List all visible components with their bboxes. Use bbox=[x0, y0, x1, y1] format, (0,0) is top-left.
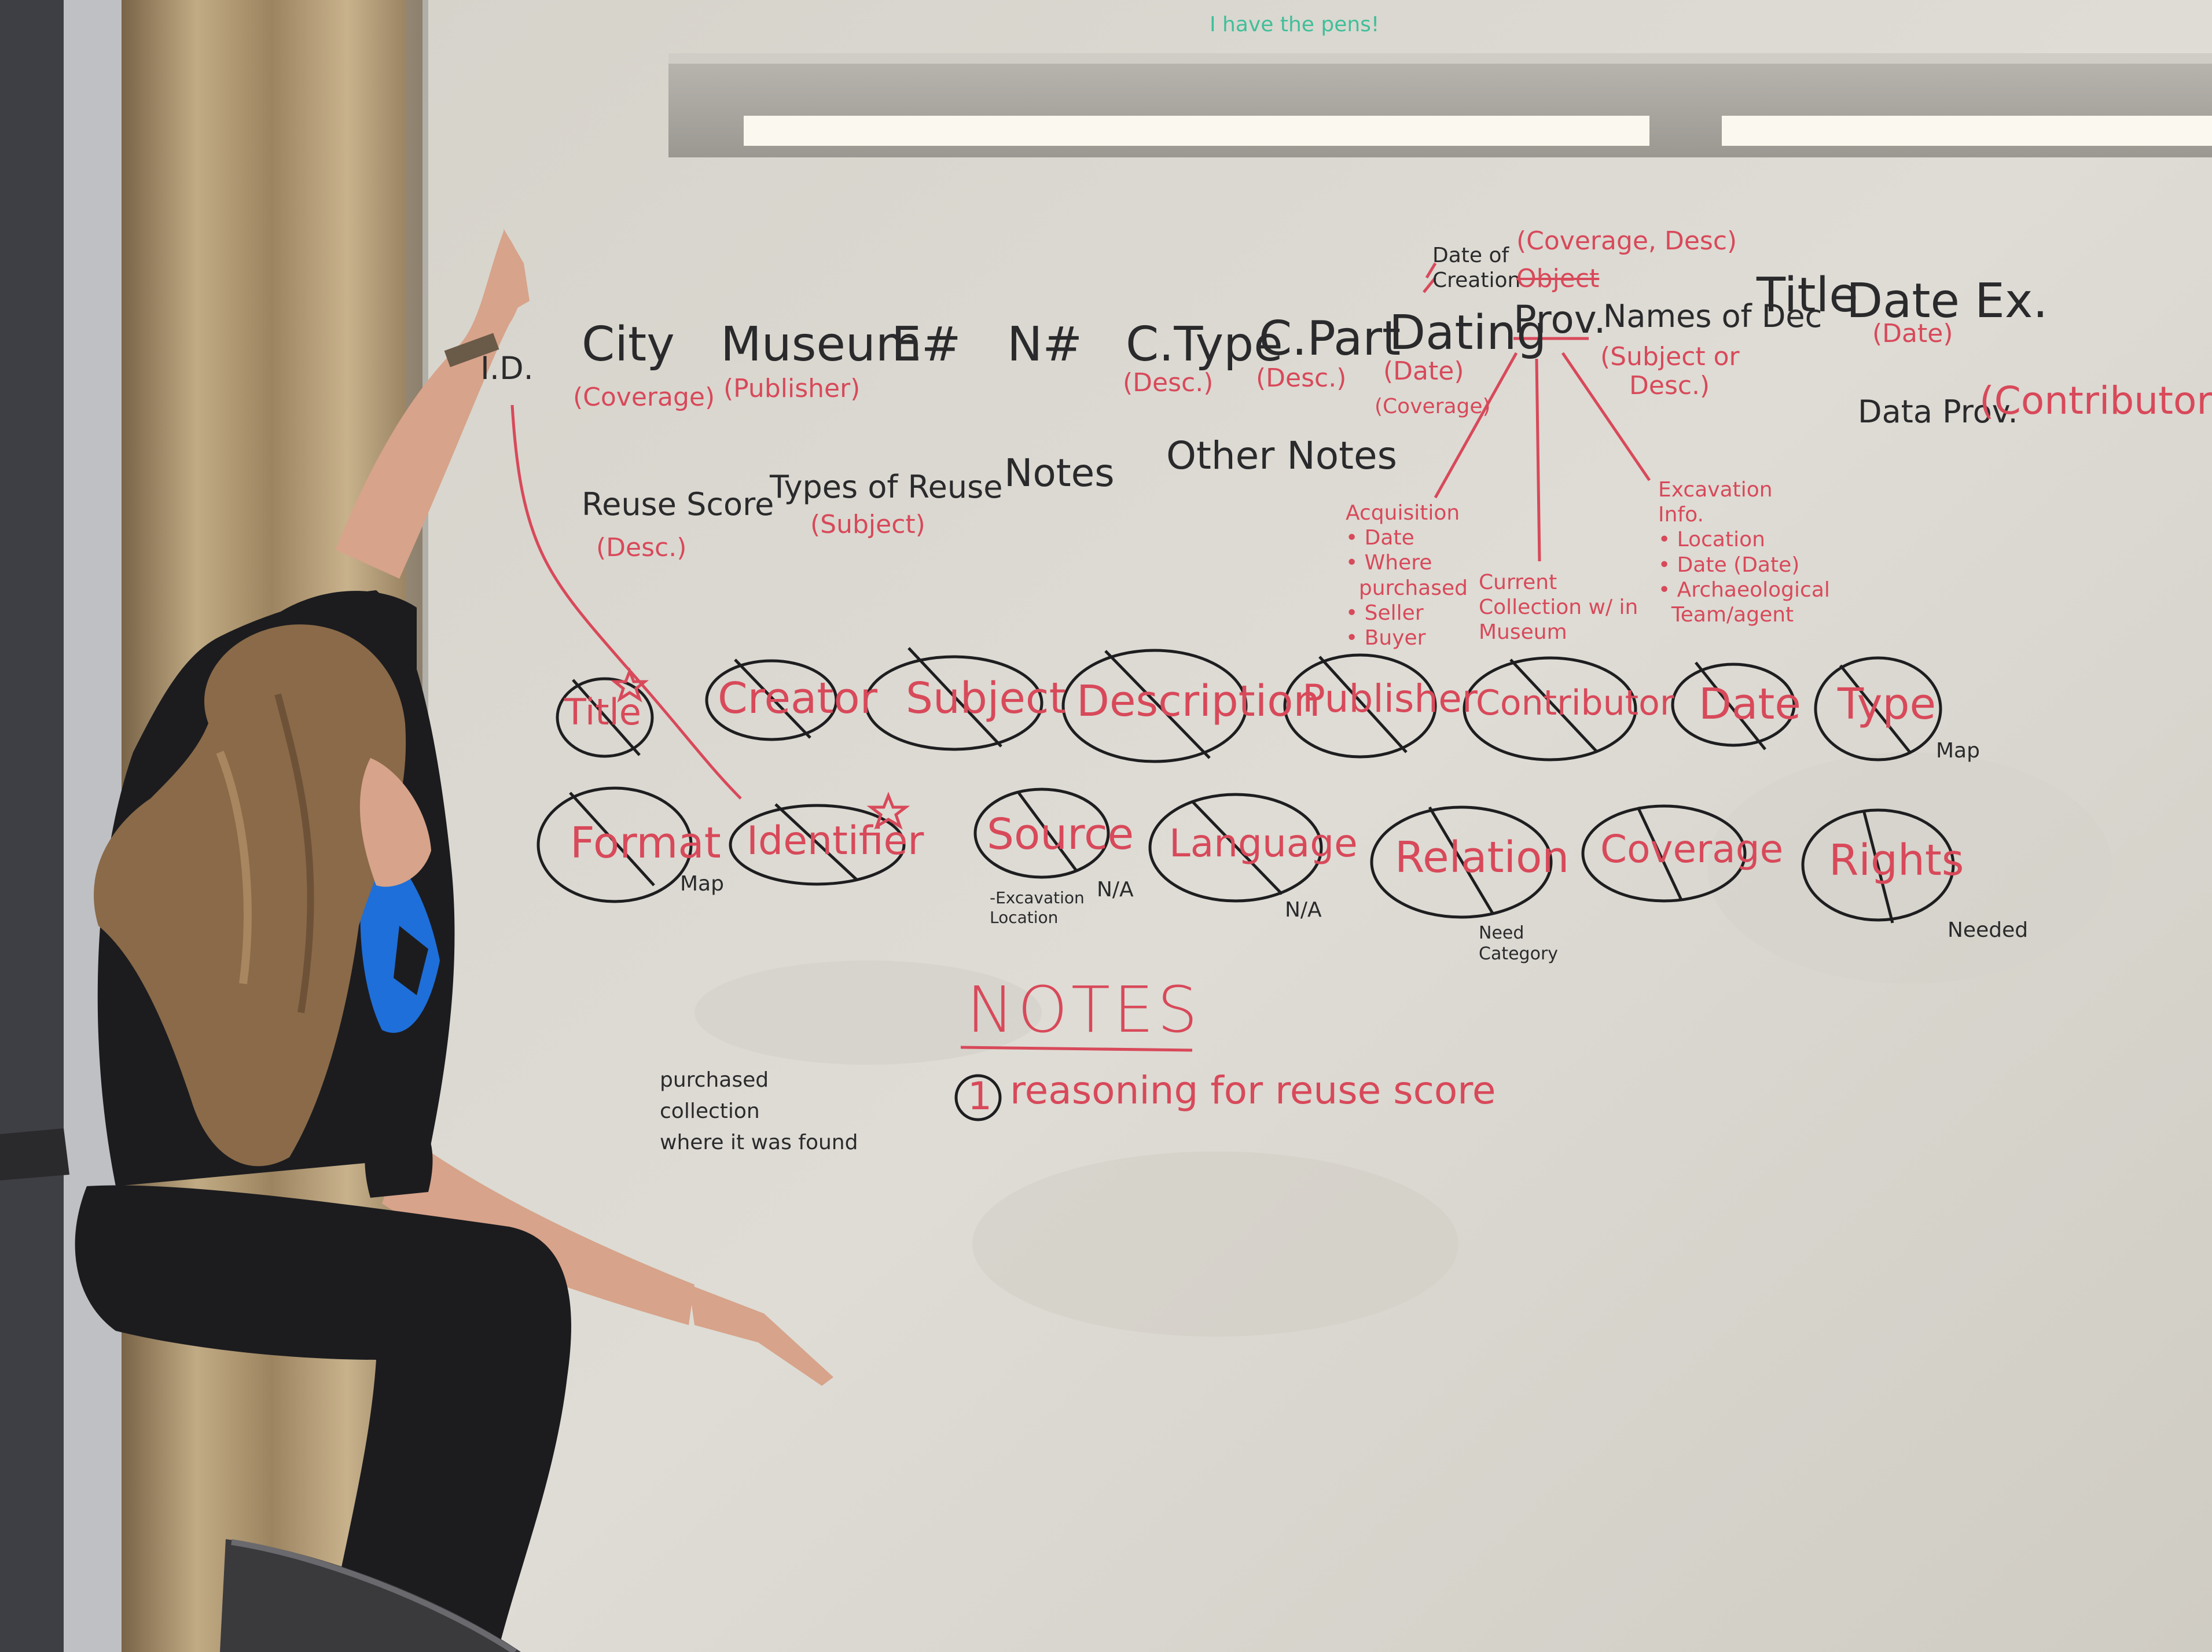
excavation-info: Excavation Info. • Location • Date (Date… bbox=[1658, 478, 1830, 627]
note-source-na: N/A bbox=[1097, 878, 1134, 902]
element-coverage: Coverage bbox=[1600, 827, 1784, 871]
field-city: City bbox=[582, 317, 675, 372]
field-reuse-score: Reuse Score bbox=[582, 486, 774, 523]
field-date-ex: Date Ex. bbox=[1846, 274, 2048, 329]
left-wall bbox=[0, 0, 69, 1652]
element-type: Type bbox=[1838, 679, 1936, 729]
note-language-na: N/A bbox=[1285, 898, 1322, 922]
element-rights: Rights bbox=[1829, 836, 1964, 885]
purchased-note: purchased collection where it was found bbox=[660, 1068, 858, 1154]
note-format-map: Map bbox=[680, 872, 724, 896]
data-prov-qualifier: (Contributor) bbox=[1979, 378, 2212, 423]
element-language: Language bbox=[1169, 821, 1358, 866]
qualifier-names-1: (Subject or bbox=[1600, 342, 1740, 371]
element-identifier: Identifier bbox=[747, 818, 924, 864]
current-collection: Current Collection w/ in Museum bbox=[1479, 571, 1638, 645]
notes-item-number: 1 bbox=[968, 1074, 992, 1118]
field-title: Title bbox=[1757, 268, 1858, 323]
field-names-of-dec: Names of Dec bbox=[1603, 298, 1822, 334]
light-tube-left bbox=[744, 116, 1649, 146]
element-contributor: Contributor bbox=[1476, 683, 1674, 723]
qualifier-city: (Coverage) bbox=[573, 382, 715, 412]
field-other-notes: Other Notes bbox=[1166, 433, 1397, 478]
qualifier-date-ex: (Date) bbox=[1872, 319, 1953, 348]
field-prov: Prov. bbox=[1513, 297, 1606, 342]
note-type-map: Map bbox=[1936, 739, 1980, 763]
qualifier-names-2: Desc.) bbox=[1629, 371, 1710, 400]
element-creator: Creator bbox=[718, 674, 878, 723]
data-prov: Data Prov. bbox=[1858, 393, 2018, 430]
field-types-of-reuse: Types of Reuse bbox=[770, 469, 1003, 505]
element-publisher: Publisher bbox=[1302, 676, 1478, 721]
person bbox=[75, 229, 833, 1652]
element-format: Format bbox=[570, 818, 721, 868]
field-dating: Dating bbox=[1389, 306, 1547, 360]
qualifier-types-of-reuse: (Subject) bbox=[810, 510, 925, 539]
field-e-number: E# bbox=[891, 317, 961, 372]
notes-heading: NOTES bbox=[967, 973, 1201, 1047]
element-description: Description bbox=[1076, 676, 1321, 726]
id-label: I.D. bbox=[480, 350, 534, 387]
qualifier-cpart: (Desc.) bbox=[1256, 363, 1347, 393]
element-date: Date bbox=[1699, 679, 1801, 729]
element-source: Source bbox=[987, 810, 1134, 859]
qualifier-dating-coverage: (Coverage) bbox=[1375, 395, 1491, 418]
field-museum: Museum bbox=[721, 317, 922, 372]
field-n-number: N# bbox=[1007, 317, 1083, 372]
qualifier-reuse-score: (Desc.) bbox=[596, 533, 687, 562]
qualifier-dating-date: (Date) bbox=[1383, 356, 1464, 386]
light-tube-right bbox=[1722, 116, 2212, 146]
field-notes: Notes bbox=[1004, 451, 1115, 495]
field-ctype: C.Type bbox=[1126, 317, 1283, 372]
note-rights-needed: Needed bbox=[1948, 918, 2029, 942]
date-of-creation: Date of Creation bbox=[1432, 244, 1521, 293]
element-subject: Subject bbox=[906, 674, 1066, 723]
element-title: Title bbox=[564, 691, 641, 733]
note-relation-need: Need Category bbox=[1479, 923, 1559, 964]
prov-qualifier-2: Object bbox=[1516, 264, 1600, 293]
qualifier-ctype: (Desc.) bbox=[1123, 368, 1214, 398]
element-relation: Relation bbox=[1395, 833, 1570, 882]
prov-qualifier-1: (Coverage, Desc) bbox=[1516, 226, 1737, 256]
chair bbox=[0, 1128, 69, 1180]
qualifier-museum: (Publisher) bbox=[723, 374, 861, 403]
top-note: I have the pens! bbox=[1210, 13, 1380, 36]
note-source-excavation: -Excavation Location bbox=[990, 888, 1085, 927]
field-cpart: C.Part bbox=[1259, 311, 1401, 366]
acquisition-list: Acquisition • Date • Where purchased • S… bbox=[1346, 501, 1468, 650]
notes-item: reasoning for reuse score bbox=[1010, 1068, 1496, 1113]
